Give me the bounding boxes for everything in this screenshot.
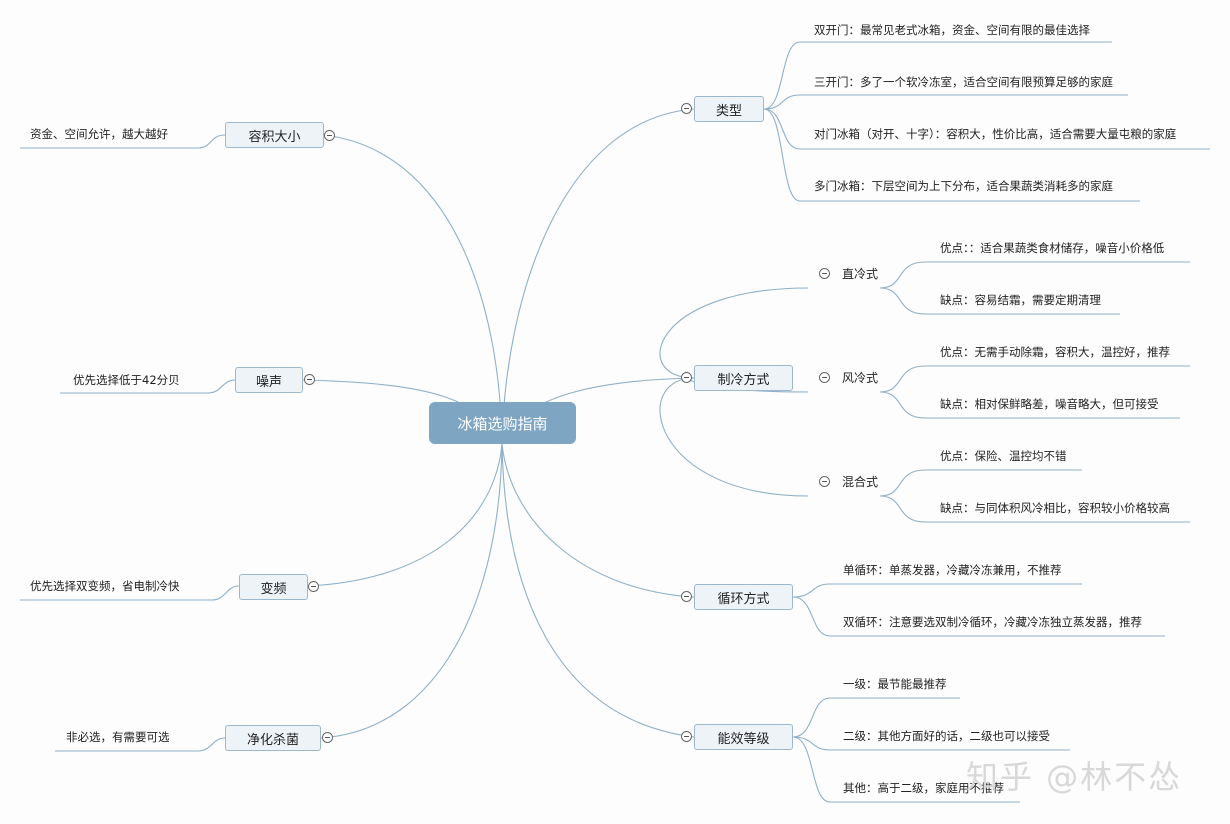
topic-purify[interactable]: 净化杀菌	[225, 725, 321, 751]
collapse-toggle-noise[interactable]	[304, 374, 315, 385]
collapse-toggle-cooling[interactable]	[681, 372, 692, 383]
leaf-air-pro: 优点：无需手动除霜，容积大，温控好，推荐	[940, 345, 1170, 359]
subtopic-hybrid-cooling[interactable]: 混合式	[842, 475, 879, 489]
topic-types[interactable]: 类型	[694, 96, 764, 122]
topic-cycle[interactable]: 循环方式	[694, 584, 793, 610]
leaf-cycle-single: 单循环：单蒸发器，冷藏冷冻兼用，不推荐	[843, 563, 1062, 577]
collapse-toggle-air[interactable]	[819, 372, 830, 383]
watermark: 知乎 @林不怂	[966, 758, 1183, 796]
leaf-air-con: 缺点：相对保鲜略差，噪音略大，但可接受	[940, 397, 1159, 411]
leaf-type-2: 三开门：多了一个软冷冻室，适合空间有限预算足够的家庭	[814, 75, 1113, 89]
leaf-type-3: 对门冰箱（对开、十字）：容积大，性价比高，适合需要大量屯粮的家庭	[814, 127, 1177, 141]
leaf-energy-other: 其他：高于二级，家庭用不推荐	[843, 781, 1004, 795]
leaf-noise-note: 优先选择低于42分贝	[73, 373, 180, 387]
collapse-toggle-hybrid[interactable]	[819, 476, 830, 487]
leaf-cycle-double: 双循环：注意要选双制冷循环，冷藏冷冻独立蒸发器，推荐	[843, 615, 1142, 629]
leaf-capacity-note: 资金、空间允许，越大越好	[30, 127, 168, 141]
leaf-type-4: 多门冰箱：下层空间为上下分布，适合果蔬类消耗多的家庭	[814, 179, 1113, 193]
leaf-energy-1: 一级：最节能最推荐	[843, 677, 947, 691]
leaf-purify-note: 非必选，有需要可选	[66, 730, 170, 744]
leaf-hybrid-pro: 优点：保险、温控均不错	[940, 449, 1067, 463]
leaf-direct-con: 缺点：容易结霜，需要定期清理	[940, 293, 1101, 307]
collapse-toggle-direct[interactable]	[819, 268, 830, 279]
collapse-toggle-types[interactable]	[681, 103, 692, 114]
collapse-toggle-capacity[interactable]	[324, 130, 335, 141]
topic-inverter[interactable]: 变频	[239, 574, 308, 600]
leaf-inverter-note: 优先选择双变频，省电制冷快	[30, 579, 180, 593]
topic-cooling[interactable]: 制冷方式	[694, 365, 793, 391]
leaf-direct-pro: 优点：：适合果蔬类食材储存，噪音小价格低	[940, 241, 1165, 255]
collapse-toggle-cycle[interactable]	[681, 591, 692, 602]
topic-capacity[interactable]: 容积大小	[225, 122, 324, 148]
subtopic-direct-cooling[interactable]: 直冷式	[842, 267, 879, 281]
leaf-hybrid-con: 缺点：与同体积风冷相比，容积较小价格较高	[940, 501, 1170, 515]
subtopic-air-cooling[interactable]: 风冷式	[842, 371, 879, 385]
root-topic[interactable]: 冰箱选购指南	[429, 402, 576, 444]
collapse-toggle-inverter[interactable]	[308, 581, 319, 592]
collapse-toggle-energy[interactable]	[681, 731, 692, 742]
leaf-energy-2: 二级：其他方面好的话，二级也可以接受	[843, 729, 1050, 743]
leaf-type-1: 双开门：最常见老式冰箱，资金、空间有限的最佳选择	[814, 23, 1090, 37]
topic-energy[interactable]: 能效等级	[694, 724, 793, 750]
topic-noise[interactable]: 噪声	[235, 367, 303, 393]
collapse-toggle-purify[interactable]	[322, 732, 333, 743]
